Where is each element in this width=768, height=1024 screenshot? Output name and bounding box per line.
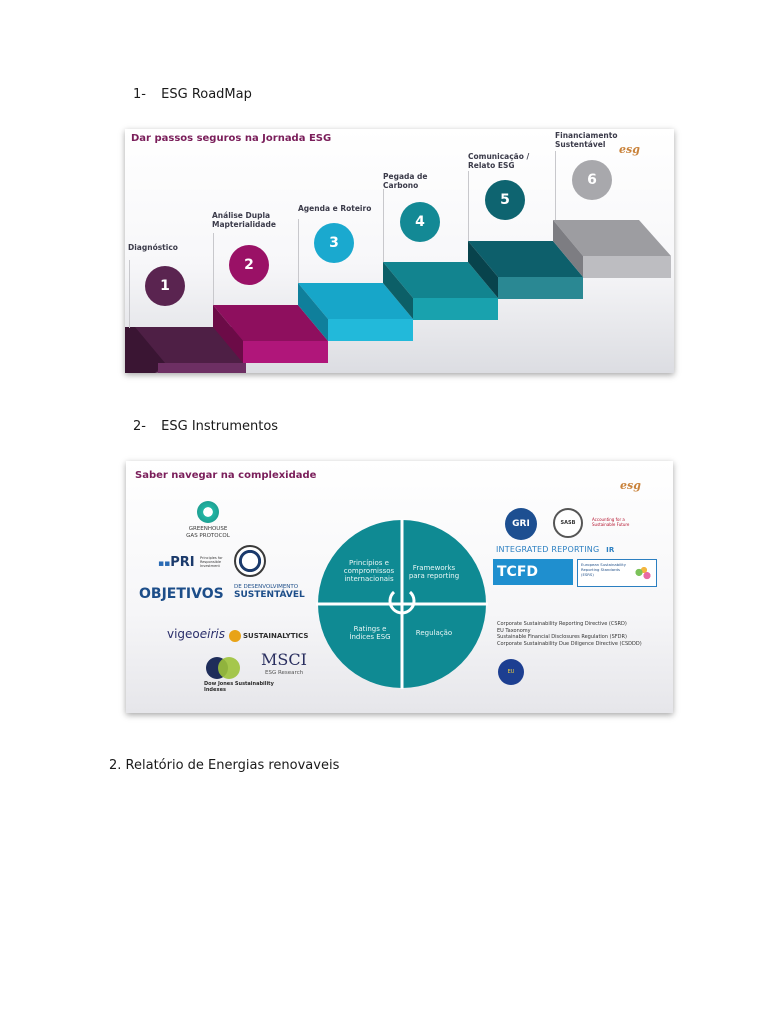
step-label-2: Análise Dupla Mapterialidade <box>212 211 276 229</box>
sasb-logo: SASB <box>553 508 583 538</box>
step-circle-6: 6 <box>572 160 612 200</box>
ods-logo-sub: DE DESENVOLVIMENTO SUSTENTÁVEL <box>234 584 305 600</box>
tcfd-logo: TCFD <box>493 559 573 585</box>
integrated-reporting-logo: INTEGRATED REPORTING IR <box>496 545 615 554</box>
step-guide-line <box>129 260 130 328</box>
step-label-6: Financiamento Sustentável <box>555 131 618 149</box>
step-guide-line <box>213 233 214 305</box>
msci-subtitle: ESG Research <box>265 670 304 676</box>
eu-flag-icon: EU <box>498 659 524 685</box>
pri-dots-icon: ▪▪ <box>158 559 171 569</box>
quadrant-frameworks: Frameworks para reporting <box>408 564 460 580</box>
section-heading-instruments: 2- ESG Instrumentos <box>133 419 278 434</box>
sustainalytics-icon <box>229 630 241 642</box>
step-label-4: Pegada de Carbono <box>383 172 428 190</box>
step-label-3: Agenda e Roteiro <box>298 204 372 213</box>
eiris-text: eiris <box>199 627 226 641</box>
step-label-5: Comunicação / Relato ESG <box>468 152 530 170</box>
regulation-item: Corporate Sustainability Reporting Direc… <box>497 621 627 627</box>
step-guide-line <box>383 189 384 262</box>
step-circle-3: 3 <box>314 223 354 263</box>
esg-logo-text: esg <box>620 479 641 492</box>
msci-logo-text: MSCI <box>261 650 307 669</box>
step-circle-4: 4 <box>400 202 440 242</box>
step-guide-line <box>298 219 299 283</box>
quadrant-regulation: Regulação <box>415 629 453 637</box>
sustainalytics-logo-text: SUSTAINALYTICS <box>243 632 309 640</box>
stair-step-3 <box>298 283 413 319</box>
ods-logo: OBJETIVOS <box>139 583 224 602</box>
quadrant-ratings: Ratings e Índices ESG <box>349 625 391 641</box>
section-number: 2. <box>109 758 122 773</box>
section-heading-roadmap: 1- ESG RoadMap <box>133 87 252 102</box>
vigeo-text: vigeo <box>167 627 200 641</box>
ods-logo-line-2: SUSTENTÁVEL <box>234 590 305 600</box>
regulation-item: Corporate Sustainability Due Diligence D… <box>497 640 642 647</box>
ghg-logo-text: GREENHOUSE GAS PROTOCOL <box>186 526 230 539</box>
step-circle-1: 1 <box>145 266 185 306</box>
ods-logo-line-1: DE DESENVOLVIMENTO <box>234 584 299 590</box>
section-number: 2- <box>133 419 146 434</box>
sasb-logo-text: SASB <box>560 520 576 526</box>
pri-logo: ▪▪PRI <box>158 555 195 570</box>
roadmap-title: Dar passos seguros na Jornada ESG <box>131 133 332 144</box>
esg-logo-text: esg <box>619 143 640 156</box>
eu-flag-text: EU <box>507 669 515 675</box>
stairs-graphic <box>125 220 671 373</box>
stair-step-2 <box>213 305 328 341</box>
tcfd-logo-text: TCFD <box>497 564 539 580</box>
pri-subtitle: Principles for Responsible Investment <box>200 556 223 568</box>
step-circle-2: 2 <box>229 245 269 285</box>
section-number: 1- <box>133 87 146 102</box>
dow-jones-icon <box>206 657 242 679</box>
roadmap-slide: Dar passos seguros na Jornada ESG esg <box>125 129 674 373</box>
dow-jones-logo-text: Dow Jones Sustainability Indexes <box>204 681 274 693</box>
stair-step-5 <box>468 241 583 277</box>
gri-logo-text: GRI <box>512 519 530 529</box>
section-title: Relatório de Energias renovaveis <box>125 758 340 773</box>
step-circle-5: 5 <box>485 180 525 220</box>
gri-logo: GRI <box>505 508 537 540</box>
step-guide-line <box>468 171 469 241</box>
section-title: ESG Instrumentos <box>161 419 279 434</box>
esg-logo: esg <box>620 479 641 492</box>
regulation-item: EU Taxonomy <box>497 627 531 634</box>
section-heading-renewables: 2. Relatório de Energias renovaveis <box>109 758 339 773</box>
quadrant-principles: Princípios e compromissos internacionais <box>343 559 395 583</box>
esrs-logo-text: European Sustainability Reporting Standa… <box>581 562 627 577</box>
ghg-logo-icon <box>197 501 219 523</box>
step-label-1: Diagnóstico <box>128 243 178 252</box>
esrs-logo: European Sustainability Reporting Standa… <box>577 559 657 587</box>
regulation-item: Sustainable Financial Disclosures Regula… <box>497 634 627 640</box>
section-title: ESG RoadMap <box>161 87 252 102</box>
esrs-dots-icon <box>633 566 653 582</box>
stair-step-6 <box>553 220 671 256</box>
integrated-reporting-text: INTEGRATED REPORTING <box>496 545 600 554</box>
stair-step-4 <box>383 262 498 298</box>
esg-logo: esg <box>619 143 640 156</box>
pri-logo-text: PRI <box>170 555 195 570</box>
ods-logo-main: OBJETIVOS <box>139 586 224 602</box>
sasb-tagline: Accounting for a Sustainable Future <box>592 517 630 527</box>
regulation-list: Corporate Sustainability Reporting Direc… <box>497 621 657 647</box>
instruments-title: Saber navegar na complexidade <box>135 470 317 481</box>
step-guide-line <box>555 151 556 220</box>
instruments-circle <box>316 519 488 689</box>
un-global-compact-icon <box>234 545 266 577</box>
integrated-reporting-badge: IR <box>606 546 615 554</box>
instruments-slide: Saber navegar na complexidade esg Princí… <box>126 461 673 713</box>
vigeo-eiris-logo: vigeoeiris <box>167 627 225 641</box>
